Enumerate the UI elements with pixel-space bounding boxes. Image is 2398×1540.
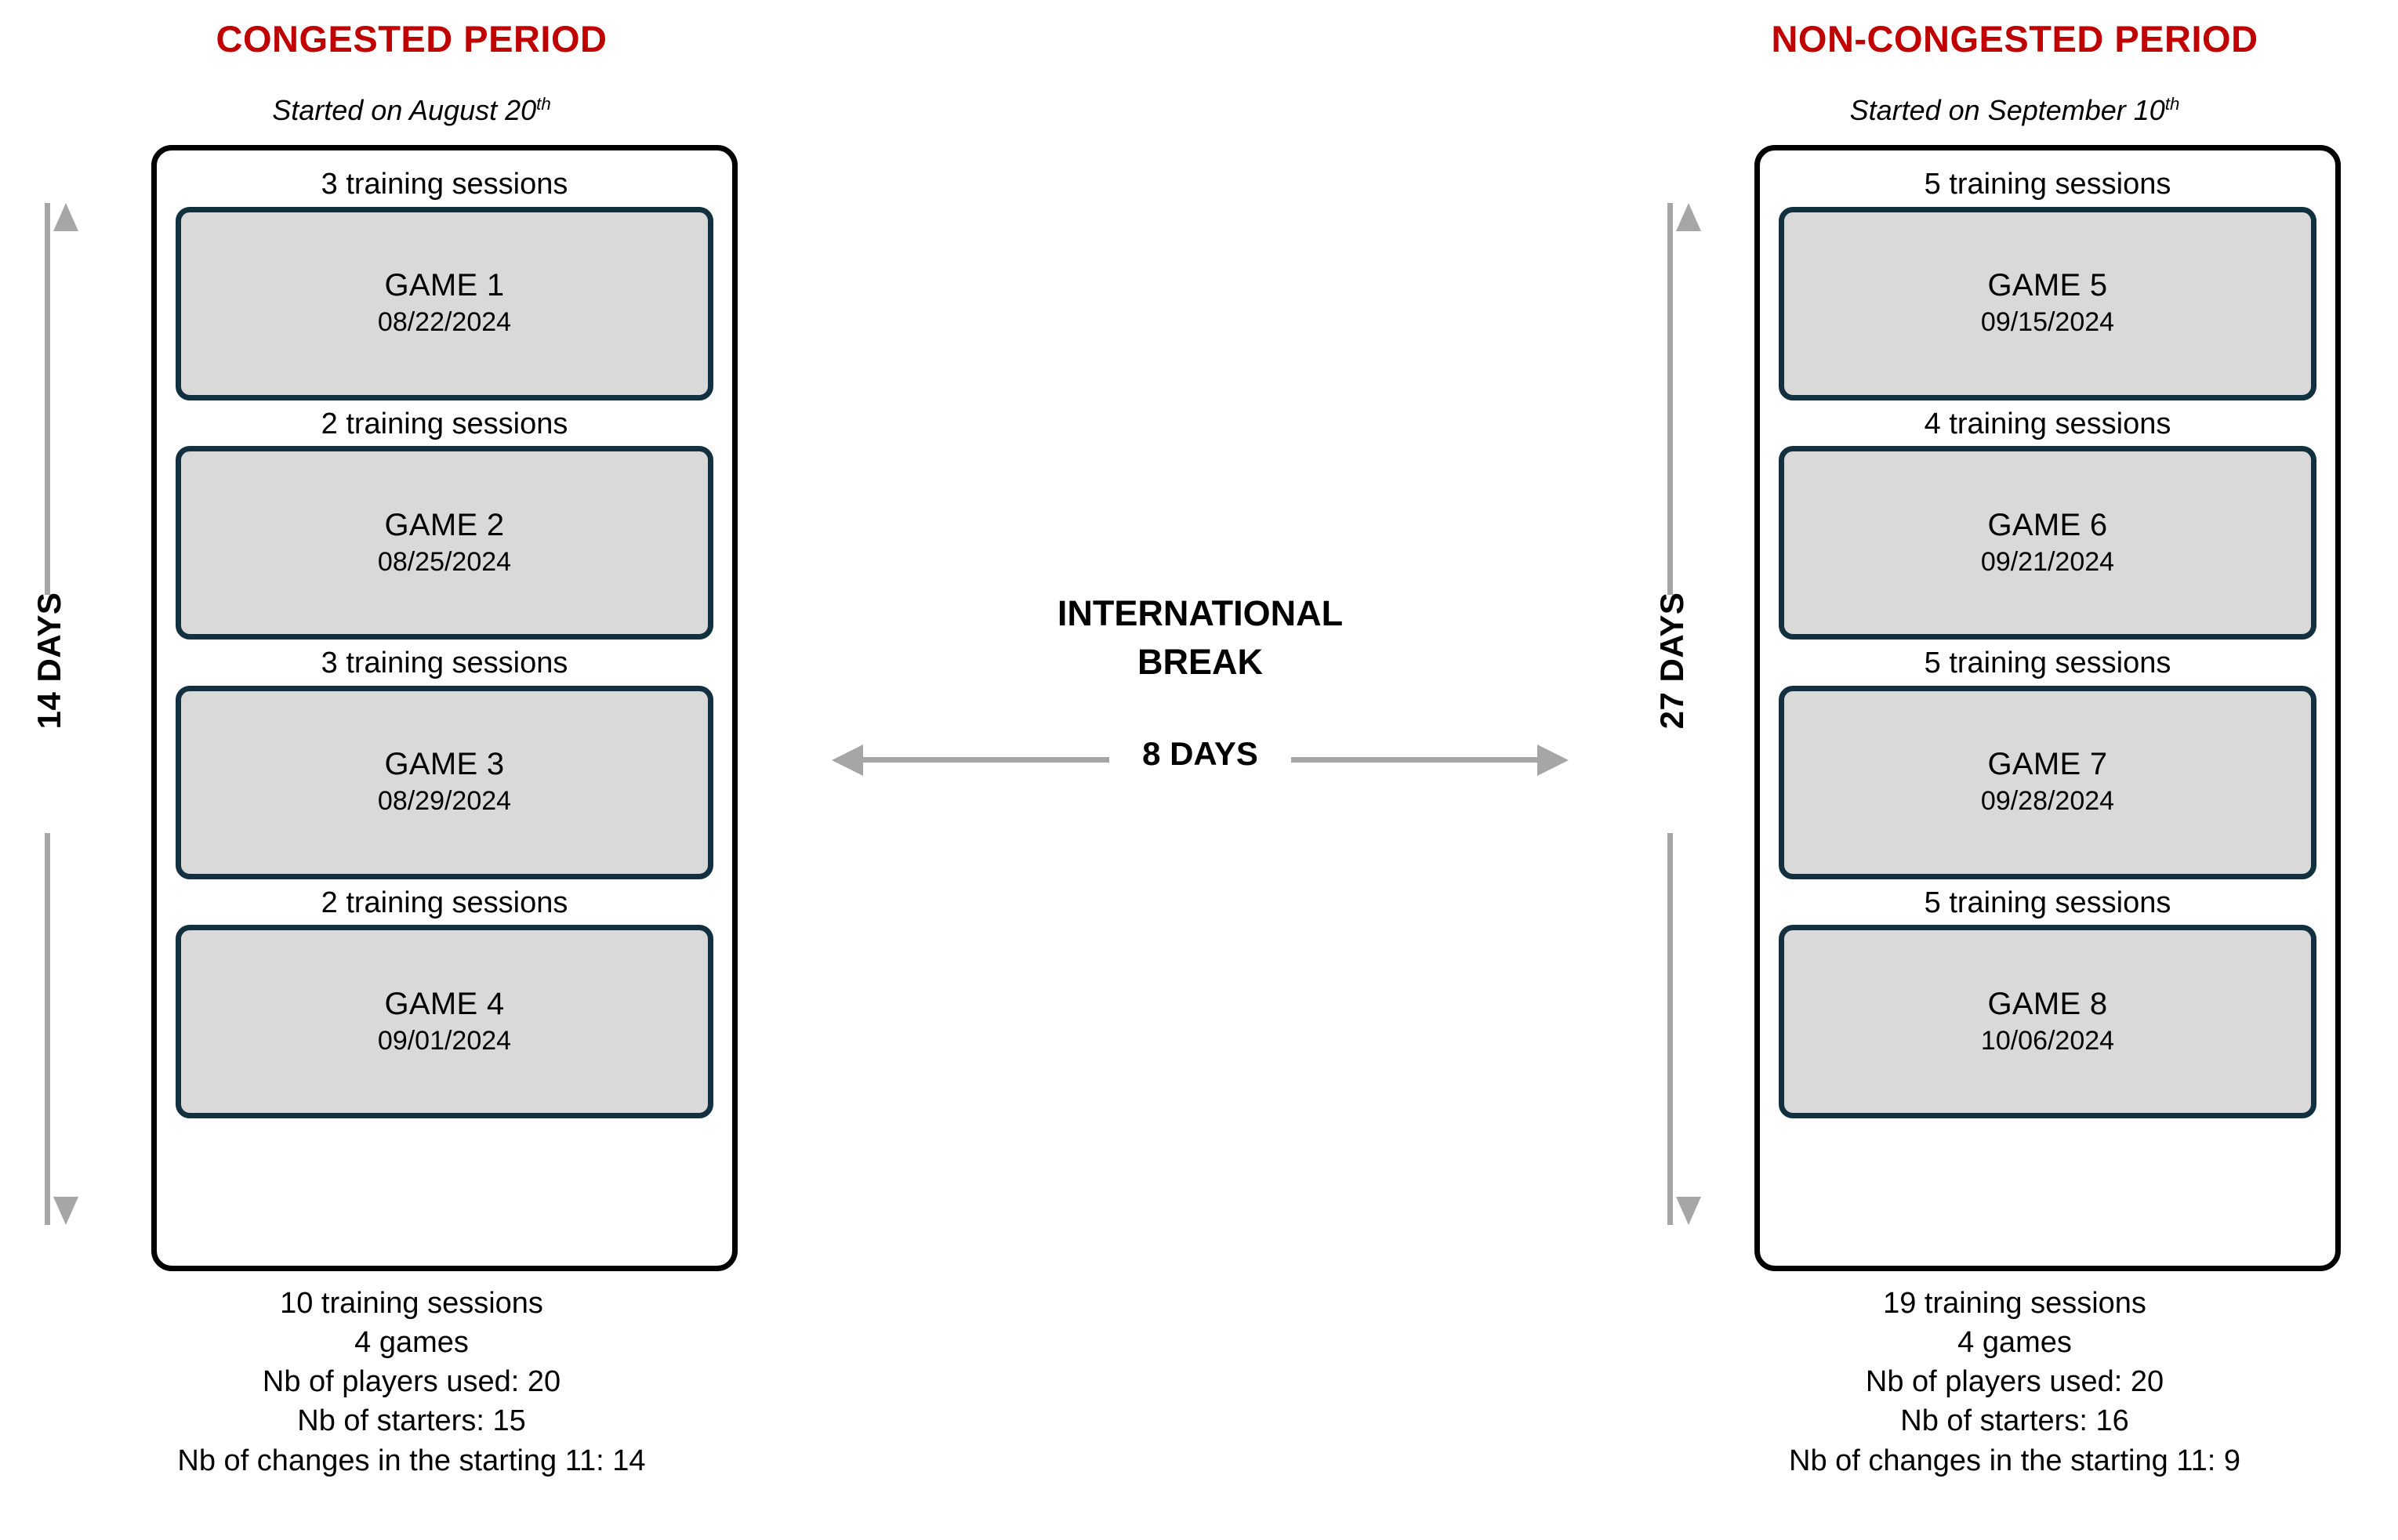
game-box[interactable]: GAME 1 08/22/2024 — [176, 206, 713, 400]
noncongested-period-start-date: Started on September 10th — [1619, 94, 2398, 127]
noncongested-start-date-ordinal: th — [2164, 94, 2180, 114]
game-box[interactable]: GAME 3 08/29/2024 — [176, 685, 713, 879]
noncongested-duration-label: 27 DAYS — [1653, 592, 1690, 730]
game-date: 09/01/2024 — [377, 1025, 512, 1056]
arrow-up-icon — [1676, 203, 1701, 231]
game-name: GAME 1 — [384, 268, 505, 303]
vertical-arrow-shaft-top — [1667, 203, 1701, 595]
noncongested-period-summary: 19 training sessions 4 games Nb of playe… — [1619, 1284, 2398, 1480]
game-date: 08/22/2024 — [377, 307, 512, 338]
summary-line: 4 games — [1957, 1326, 2072, 1360]
arrow-down-icon — [1676, 1197, 1701, 1225]
congested-start-date-ordinal: th — [536, 94, 551, 114]
break-title-line1: INTERNATIONAL — [1057, 593, 1344, 633]
summary-line: Nb of changes in the starting 11: 9 — [1789, 1444, 2240, 1477]
arrow-down-icon — [53, 1197, 78, 1225]
noncongested-period-panel: 5 training sessions GAME 5 09/15/2024 4 … — [1754, 145, 2341, 1271]
training-label: 3 training sessions — [321, 647, 568, 680]
vertical-arrow-shaft-top — [45, 203, 78, 595]
training-label: 2 training sessions — [321, 407, 568, 440]
game-box[interactable]: GAME 6 09/21/2024 — [1779, 446, 2316, 640]
arrow-up-icon — [53, 203, 78, 231]
horizontal-arrow-shaft-right — [1291, 757, 1540, 763]
game-date: 09/15/2024 — [1980, 307, 2115, 338]
congested-start-date-text: Started on August 20 — [272, 94, 537, 126]
game-date: 10/06/2024 — [1980, 1025, 2115, 1056]
game-box[interactable]: GAME 5 09/15/2024 — [1779, 206, 2316, 400]
arrow-right-icon — [1537, 745, 1569, 776]
training-label: 5 training sessions — [1924, 168, 2171, 201]
international-break-title: INTERNATIONAL BREAK — [808, 589, 1592, 687]
game-box[interactable]: GAME 7 09/28/2024 — [1779, 685, 2316, 879]
congested-period-start-date: Started on August 20th — [16, 94, 807, 127]
summary-line: Nb of starters: 15 — [297, 1404, 526, 1438]
game-box[interactable]: GAME 8 10/06/2024 — [1779, 925, 2316, 1119]
break-duration-label: 8 DAYS — [1142, 735, 1258, 772]
training-label: 5 training sessions — [1924, 647, 2171, 680]
vertical-arrow-shaft-bottom — [1667, 833, 1701, 1225]
summary-line: Nb of players used: 20 — [1865, 1365, 2164, 1399]
summary-line: Nb of players used: 20 — [262, 1365, 561, 1399]
noncongested-period-column: NON-CONGESTED PERIOD Started on Septembe… — [1619, 0, 2398, 1540]
game-name: GAME 6 — [1987, 507, 2108, 542]
training-label: 3 training sessions — [321, 168, 568, 201]
summary-line: 19 training sessions — [1883, 1287, 2146, 1320]
game-date: 08/25/2024 — [377, 546, 512, 577]
game-name: GAME 5 — [1987, 268, 2108, 303]
game-name: GAME 8 — [1987, 986, 2108, 1021]
congested-period-title: CONGESTED PERIOD — [216, 18, 608, 60]
summary-line: Nb of starters: 16 — [1900, 1404, 2129, 1438]
game-date: 08/29/2024 — [377, 786, 512, 817]
game-date: 09/21/2024 — [1980, 546, 2115, 577]
training-label: 2 training sessions — [321, 886, 568, 919]
international-break-block: INTERNATIONAL BREAK 8 DAYS — [808, 0, 1592, 1540]
game-name: GAME 7 — [1987, 747, 2108, 782]
game-box[interactable]: GAME 4 09/01/2024 — [176, 925, 713, 1119]
game-name: GAME 4 — [384, 986, 505, 1021]
game-box[interactable]: GAME 2 08/25/2024 — [176, 446, 713, 640]
congested-period-summary: 10 training sessions 4 games Nb of playe… — [16, 1284, 807, 1480]
vertical-arrow-shaft-bottom — [45, 833, 78, 1225]
noncongested-period-title: NON-CONGESTED PERIOD — [1771, 18, 2258, 60]
summary-line: 10 training sessions — [280, 1287, 543, 1320]
summary-line: 4 games — [354, 1326, 469, 1360]
training-label: 4 training sessions — [1924, 407, 2171, 440]
break-duration-axis: 8 DAYS — [832, 729, 1569, 792]
game-date: 09/28/2024 — [1980, 786, 2115, 817]
congested-period-panel: 3 training sessions GAME 1 08/22/2024 2 … — [151, 145, 738, 1271]
game-name: GAME 2 — [384, 507, 505, 542]
summary-line: Nb of changes in the starting 11: 14 — [177, 1444, 646, 1477]
break-title-line2: BREAK — [1137, 642, 1263, 683]
training-label: 5 training sessions — [1924, 886, 2171, 919]
noncongested-start-date-text: Started on September 10 — [1849, 94, 2165, 126]
congested-duration-label: 14 DAYS — [31, 592, 67, 730]
arrow-left-icon — [832, 745, 863, 776]
horizontal-arrow-shaft-left — [860, 757, 1109, 763]
noncongested-duration-axis: 27 DAYS — [1649, 176, 1701, 1250]
congested-period-column: CONGESTED PERIOD Started on August 20th … — [16, 0, 807, 1540]
congested-duration-axis: 14 DAYS — [27, 176, 78, 1250]
game-name: GAME 3 — [384, 747, 505, 782]
